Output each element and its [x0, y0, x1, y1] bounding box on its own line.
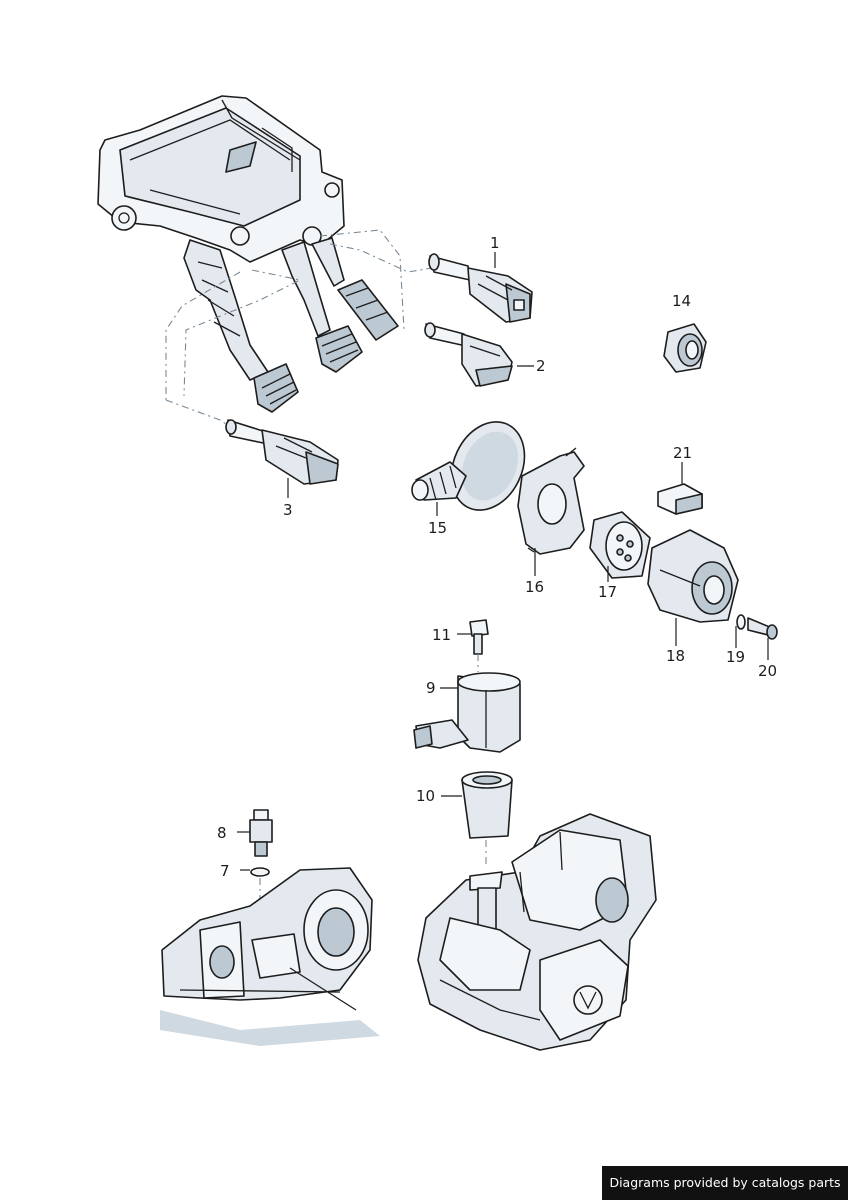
part-18-housing: [647, 529, 739, 623]
callout-19: 19: [726, 648, 745, 666]
part-11-screw: [469, 619, 489, 672]
callout-17: 17: [598, 583, 617, 601]
part-19-circlip: [736, 614, 746, 630]
callout-11: 11: [432, 626, 451, 644]
callout-15: 15: [428, 519, 447, 537]
footer-text: Diagrams provided by catalogs parts: [609, 1175, 841, 1190]
part-20-bolt: [747, 617, 778, 640]
callout-21: 21: [673, 444, 692, 462]
callout-20: 20: [758, 662, 777, 680]
gearbox-housing-right: [417, 813, 657, 1051]
callout-1: 1: [490, 234, 500, 252]
part-2-switch: [424, 322, 513, 387]
part-1-switch: [428, 253, 533, 323]
part-17-plug: [589, 511, 651, 579]
pedal-assembly: [97, 95, 433, 429]
part-21-block: [657, 483, 703, 515]
callout-18: 18: [666, 647, 685, 665]
part-8-sender: [249, 809, 273, 857]
callout-7: 7: [220, 862, 230, 880]
part-9-sensor: [413, 672, 521, 753]
part-10-bushing: [461, 771, 513, 868]
leader-lines: [237, 252, 769, 871]
part-14-grommet: [663, 323, 707, 373]
callout-2: 2: [536, 357, 546, 375]
callout-14: 14: [672, 292, 691, 310]
part-16-bracket: [517, 447, 585, 555]
gearbox-housing-left: [160, 867, 380, 1046]
callout-10: 10: [416, 787, 435, 805]
part-3-switch: [225, 419, 339, 485]
callout-16: 16: [525, 578, 544, 596]
callout-3: 3: [283, 501, 293, 519]
callout-labels: 1 2 3 14 15 16 17 21 18 19 20 11 9 10 8 …: [217, 234, 777, 880]
callout-8: 8: [217, 824, 227, 842]
catalog-credit-footer: Diagrams provided by catalogs parts: [602, 1166, 848, 1200]
callout-9: 9: [426, 679, 436, 697]
part-15-disc: [411, 421, 526, 511]
